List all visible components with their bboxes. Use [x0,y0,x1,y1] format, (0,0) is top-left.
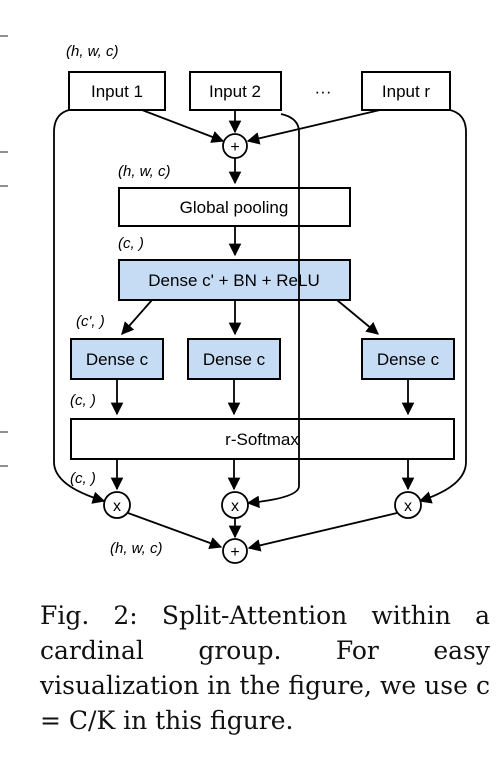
r-softmax-label: r-Softmax [225,430,299,449]
left-margin-fragments [0,35,8,467]
split-attention-diagram: Input 1 Input 2 ··· Input r (h, w, c) + … [0,35,467,564]
dense-c-label-2: Dense c [203,350,266,369]
ellipsis: ··· [315,82,332,101]
sum-symbol-top: + [230,139,239,156]
input-1-label: Input 1 [91,82,143,101]
edge-to-dense-c-1 [121,299,153,335]
dim-label-input: (h, w, c) [66,43,119,60]
skip-input1-to-mult-1 [53,109,106,504]
dim-label-dense-out: (c, ) [70,392,96,409]
figure-caption: Fig. 2: Split-Attention within a cardina… [40,601,490,735]
multiply-symbol-3: x [404,498,412,515]
dense-c-label-3: Dense c [377,350,440,369]
global-pooling-box [118,187,351,227]
dense-bn-relu-label: Dense c' + BN + ReLU [148,271,319,290]
skip-inputr-to-mult-3 [418,109,467,504]
skip-input2-to-mult-2 [246,113,300,509]
dim-label-sum: (h, w, c) [118,163,171,180]
r-softmax-box [70,418,455,460]
sum-symbol-bottom: + [230,544,239,561]
multiply-symbol-2: x [231,498,239,515]
dense-bn-relu-box [118,259,351,301]
edge-mult1-to-sum [127,512,223,550]
dim-label-cprime: (c', ) [76,313,105,330]
input-r-label: Input r [382,82,431,101]
edge-to-dense-c-3 [336,299,379,335]
dense-c-label-1: Dense c [86,350,149,369]
input-2-label: Input 2 [209,82,261,101]
dim-label-pooled: (c, ) [118,235,144,252]
sum-node-bottom [222,538,248,564]
dim-label-output: (h, w, c) [110,540,163,557]
multiply-symbol-1: x [113,498,121,515]
multiply-node-1 [103,491,131,519]
edge-input1-to-sum [141,109,225,143]
global-pooling-label: Global pooling [180,198,289,217]
dim-label-softmax-out: (c, ) [70,470,96,487]
input-1-box [68,71,166,111]
multiply-node-3 [394,491,422,519]
dense-c-box-2 [187,338,281,380]
edge-mult3-to-sum [247,512,398,552]
input-r-box [361,71,451,111]
edge-inputr-to-sum [246,109,381,145]
